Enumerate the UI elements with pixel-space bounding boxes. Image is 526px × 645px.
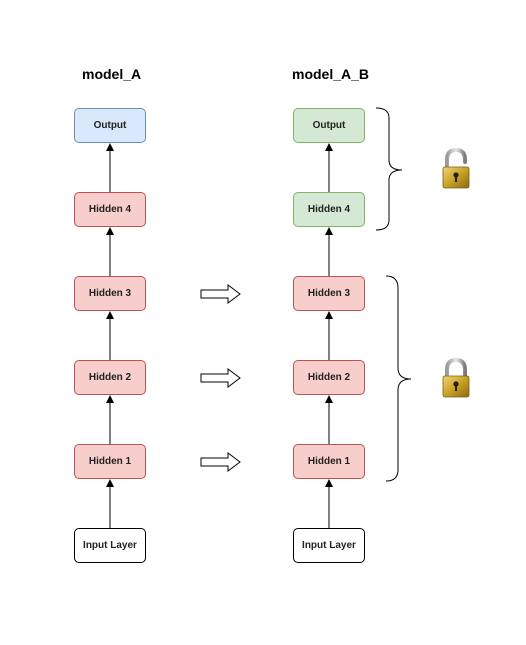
model-a-hidden3-node: Hidden 3 [74, 276, 146, 311]
model-a-output-node: Output [74, 108, 146, 143]
model-a-input-node: Input Layer [74, 528, 146, 563]
unlocked-padlock-icon [442, 147, 470, 189]
model-a-b-hidden3-node: Hidden 3 [293, 276, 365, 311]
model-a-b-hidden1-node: Hidden 1 [293, 444, 365, 479]
model-a-hidden1-node: Hidden 1 [74, 444, 146, 479]
model-a-b-title: model_A_B [292, 66, 370, 82]
transfer-arrow-hidden3 [200, 284, 241, 304]
locked-padlock-icon [442, 357, 470, 398]
upper-group-brace [375, 107, 403, 231]
model-a-b-hidden4-node: Hidden 4 [293, 192, 365, 227]
model-a-b-input-node: Input Layer [293, 528, 365, 563]
transfer-arrow-hidden1 [200, 452, 241, 472]
model-a-hidden2-node: Hidden 2 [74, 360, 146, 395]
transfer-arrow-hidden2 [200, 368, 241, 388]
model-a-hidden4-node: Hidden 4 [74, 192, 146, 227]
model-a-b-hidden2-node: Hidden 2 [293, 360, 365, 395]
model-a-title: model_A [82, 66, 142, 82]
lower-group-brace [385, 275, 412, 482]
model-a-b-output-node: Output [293, 108, 365, 143]
